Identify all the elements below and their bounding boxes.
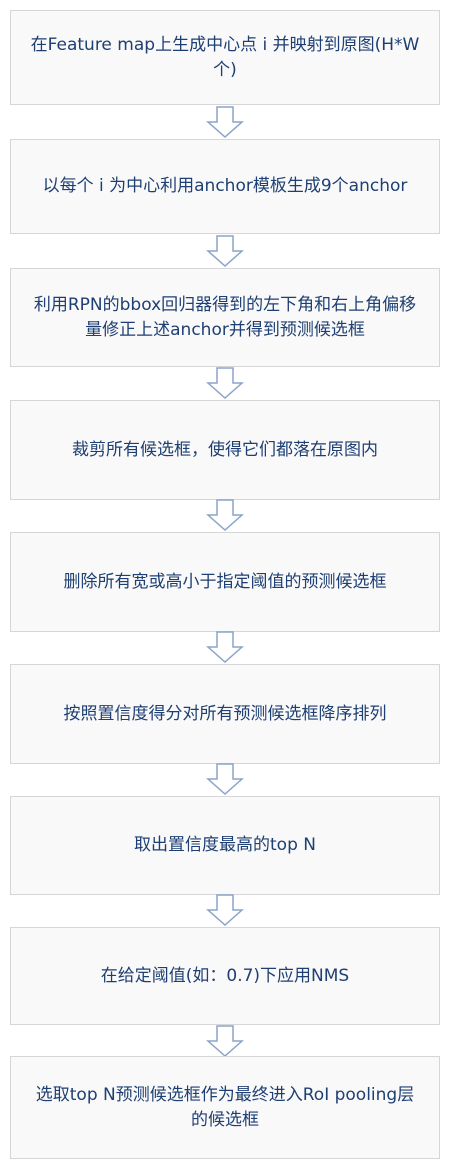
step-6-sort-by-score: 按照置信度得分对所有预测候选框降序排列 — [10, 664, 440, 764]
down-arrow-icon — [206, 894, 244, 927]
step-9-select-final-proposals: 选取top N预测候选框作为最终进入RoI pooling层的候选框 — [10, 1056, 440, 1159]
step-2-generate-anchors: 以每个 i 为中心利用anchor模板生成9个anchor — [10, 139, 440, 234]
step-5-remove-small-boxes: 删除所有宽或高小于指定阈值的预测候选框 — [10, 532, 440, 632]
step-3-text: 利用RPN的bbox回归器得到的左下角和右上角偏移量修正上述anchor并得到预… — [33, 294, 417, 340]
step-6-text: 按照置信度得分对所有预测候选框降序排列 — [63, 703, 387, 724]
down-arrow-icon — [206, 763, 244, 796]
down-arrow-icon — [206, 631, 244, 664]
step-1-text: 在Feature map上生成中心点 i 并映射到原图(H*W个) — [30, 34, 420, 80]
step-9-text: 选取top N预测候选框作为最终进入RoI pooling层的候选框 — [35, 1084, 415, 1130]
down-arrow-icon — [206, 1025, 244, 1058]
step-4-text: 裁剪所有候选框，使得它们都落在原图内 — [72, 439, 378, 460]
down-arrow-icon — [206, 367, 244, 400]
step-3-bbox-regression: 利用RPN的bbox回归器得到的左下角和右上角偏移量修正上述anchor并得到预… — [10, 268, 440, 367]
step-8-text: 在给定阈值(如：0.7)下应用NMS — [100, 965, 350, 986]
down-arrow-icon — [206, 106, 244, 139]
step-5-text: 删除所有宽或高小于指定阈值的预测候选框 — [63, 571, 387, 592]
step-2-text: 以每个 i 为中心利用anchor模板生成9个anchor — [42, 176, 408, 196]
down-arrow-icon — [206, 499, 244, 532]
step-4-clip-boxes: 裁剪所有候选框，使得它们都落在原图内 — [10, 400, 440, 500]
step-8-apply-nms: 在给定阈值(如：0.7)下应用NMS — [10, 927, 440, 1025]
step-1-generate-center-points: 在Feature map上生成中心点 i 并映射到原图(H*W个) — [10, 10, 440, 105]
step-7-text: 取出置信度最高的top N — [134, 835, 316, 855]
down-arrow-icon — [206, 235, 244, 268]
step-7-take-top-n: 取出置信度最高的top N — [10, 796, 440, 895]
